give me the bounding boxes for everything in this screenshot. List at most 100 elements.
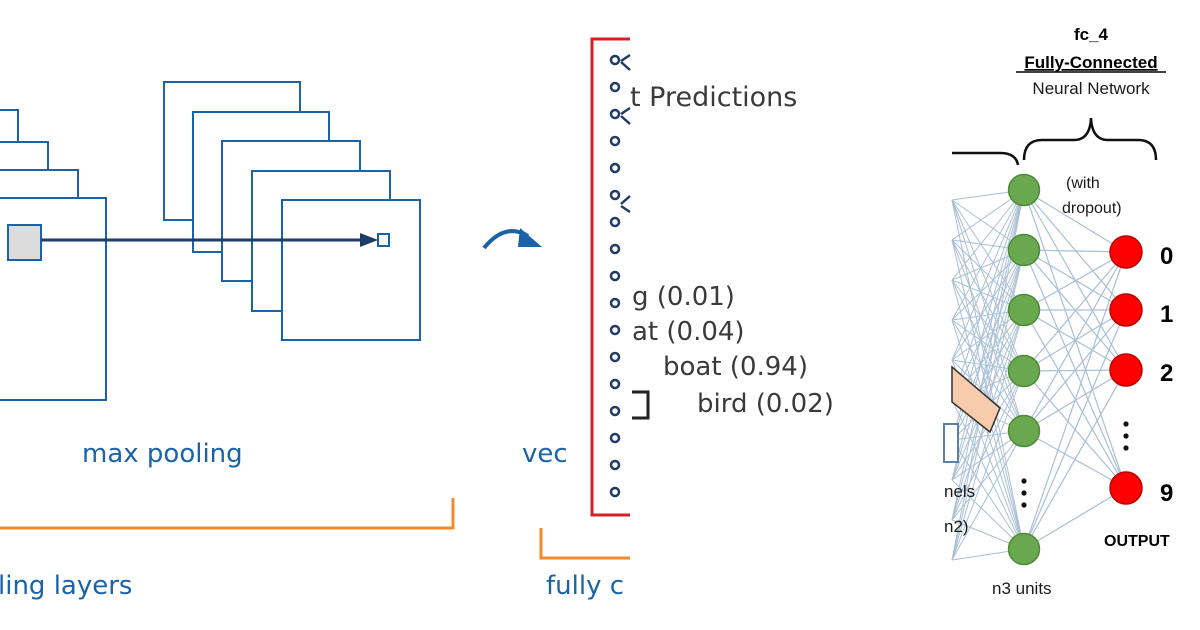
edge <box>1023 189 1127 489</box>
edge <box>951 370 1025 521</box>
output-nodes <box>1109 235 1143 505</box>
vector-node <box>609 324 621 336</box>
edge <box>951 189 1025 481</box>
edge <box>1023 251 1127 432</box>
output-node <box>1109 293 1143 327</box>
vector-node <box>609 243 621 255</box>
feature-map-stack-left <box>0 109 107 401</box>
fc-network-panel: fc_4 Fully-Connected Neural Network (wit… <box>943 25 1173 598</box>
edge <box>951 189 1025 281</box>
edge <box>951 309 1025 561</box>
vector-node <box>609 297 621 309</box>
vector-node <box>609 189 621 201</box>
output-title: OUTPUT <box>1104 533 1170 550</box>
dropout-note: (with <box>1066 175 1100 192</box>
vector-node <box>609 486 621 498</box>
receptive-field <box>7 224 42 261</box>
output-node <box>1109 235 1143 269</box>
units-label: n3 units <box>992 579 1052 598</box>
layer-type: Fully-Connected <box>1024 53 1157 72</box>
edge <box>1023 189 1127 253</box>
vector-node <box>609 459 621 471</box>
hidden-node <box>1007 233 1041 267</box>
vector-node <box>609 405 621 417</box>
output-node <box>1109 471 1143 505</box>
vector-node <box>609 54 621 66</box>
kernel-block <box>951 365 1001 434</box>
pooled-cell <box>377 233 390 247</box>
vector-node <box>609 162 621 174</box>
edge <box>1023 249 1127 489</box>
edge <box>951 249 1025 401</box>
fc-edges <box>951 189 1127 561</box>
hidden-node <box>1007 173 1041 207</box>
predictions-title: t Predictions <box>630 82 797 113</box>
feature-map-stack-right <box>163 81 421 341</box>
vector-nodes <box>609 54 621 498</box>
hidden-nodes <box>1007 173 1041 566</box>
prediction-item: bird (0.02) <box>697 389 834 419</box>
vector-node <box>609 351 621 363</box>
hidden-node <box>1007 414 1041 448</box>
edge <box>1023 249 1127 253</box>
bracket-fragment <box>632 390 650 420</box>
vector-node <box>609 270 621 282</box>
partial-label: n2) <box>944 517 969 536</box>
prediction-item: g (0.01) <box>632 282 735 312</box>
edge <box>951 249 1025 321</box>
predictions-panel: t Predictions g (0.01) at (0.04) boat (0… <box>630 82 834 420</box>
vector-node <box>609 135 621 147</box>
edge <box>1023 251 1127 311</box>
vector-node <box>609 108 621 120</box>
edge <box>1023 189 1127 311</box>
edge <box>951 430 1025 521</box>
edge <box>1023 369 1127 550</box>
edge <box>951 189 1025 361</box>
edge <box>1023 487 1127 550</box>
output-ellipsis <box>1123 421 1129 451</box>
edge <box>951 249 1025 521</box>
output-label: 1 <box>1160 301 1173 328</box>
edge <box>951 309 1025 481</box>
edge <box>951 430 1025 561</box>
prev-layer-brace <box>952 151 1020 166</box>
edge <box>951 370 1025 561</box>
ellipsis-dot <box>1021 490 1027 496</box>
edge <box>1023 309 1127 432</box>
left-panel: max pooling ling layers vec fully c <box>0 37 631 601</box>
ellipsis-dot <box>1021 502 1027 508</box>
connector <box>620 106 631 125</box>
hidden-node <box>1007 532 1041 566</box>
layer-name: fc_4 <box>1074 25 1109 44</box>
vector-connectors <box>620 53 631 214</box>
output-label: 9 <box>1160 480 1173 507</box>
edge <box>1023 309 1127 550</box>
hidden-node <box>1007 354 1041 388</box>
max-pooling-label: max pooling <box>82 439 243 469</box>
pooled-map <box>281 199 421 341</box>
fc-bracket <box>539 528 630 560</box>
vector-node <box>609 432 621 444</box>
flatten-arrow-head <box>518 228 542 247</box>
vector-node <box>609 378 621 390</box>
pooling-bracket <box>0 498 455 530</box>
layer-brace <box>1022 117 1158 161</box>
prediction-item: at (0.04) <box>632 317 745 347</box>
vector-node <box>609 216 621 228</box>
pooling-layers-label: ling layers <box>0 571 132 601</box>
fully-connected-label: fully c <box>546 571 624 601</box>
connector <box>620 53 631 71</box>
ellipsis-dot <box>1123 445 1129 451</box>
output-label: 0 <box>1160 243 1173 270</box>
ellipsis-dot <box>1021 478 1027 484</box>
edge <box>1023 251 1127 550</box>
ellipsis-dot <box>1123 421 1129 427</box>
partial-label: nels <box>944 482 975 501</box>
output-node <box>1109 353 1143 387</box>
edge <box>951 249 1025 361</box>
edge <box>951 189 1025 401</box>
layer-desc: Neural Network <box>1032 79 1150 98</box>
dropout-note: dropout) <box>1062 200 1122 217</box>
edge <box>951 249 1025 481</box>
